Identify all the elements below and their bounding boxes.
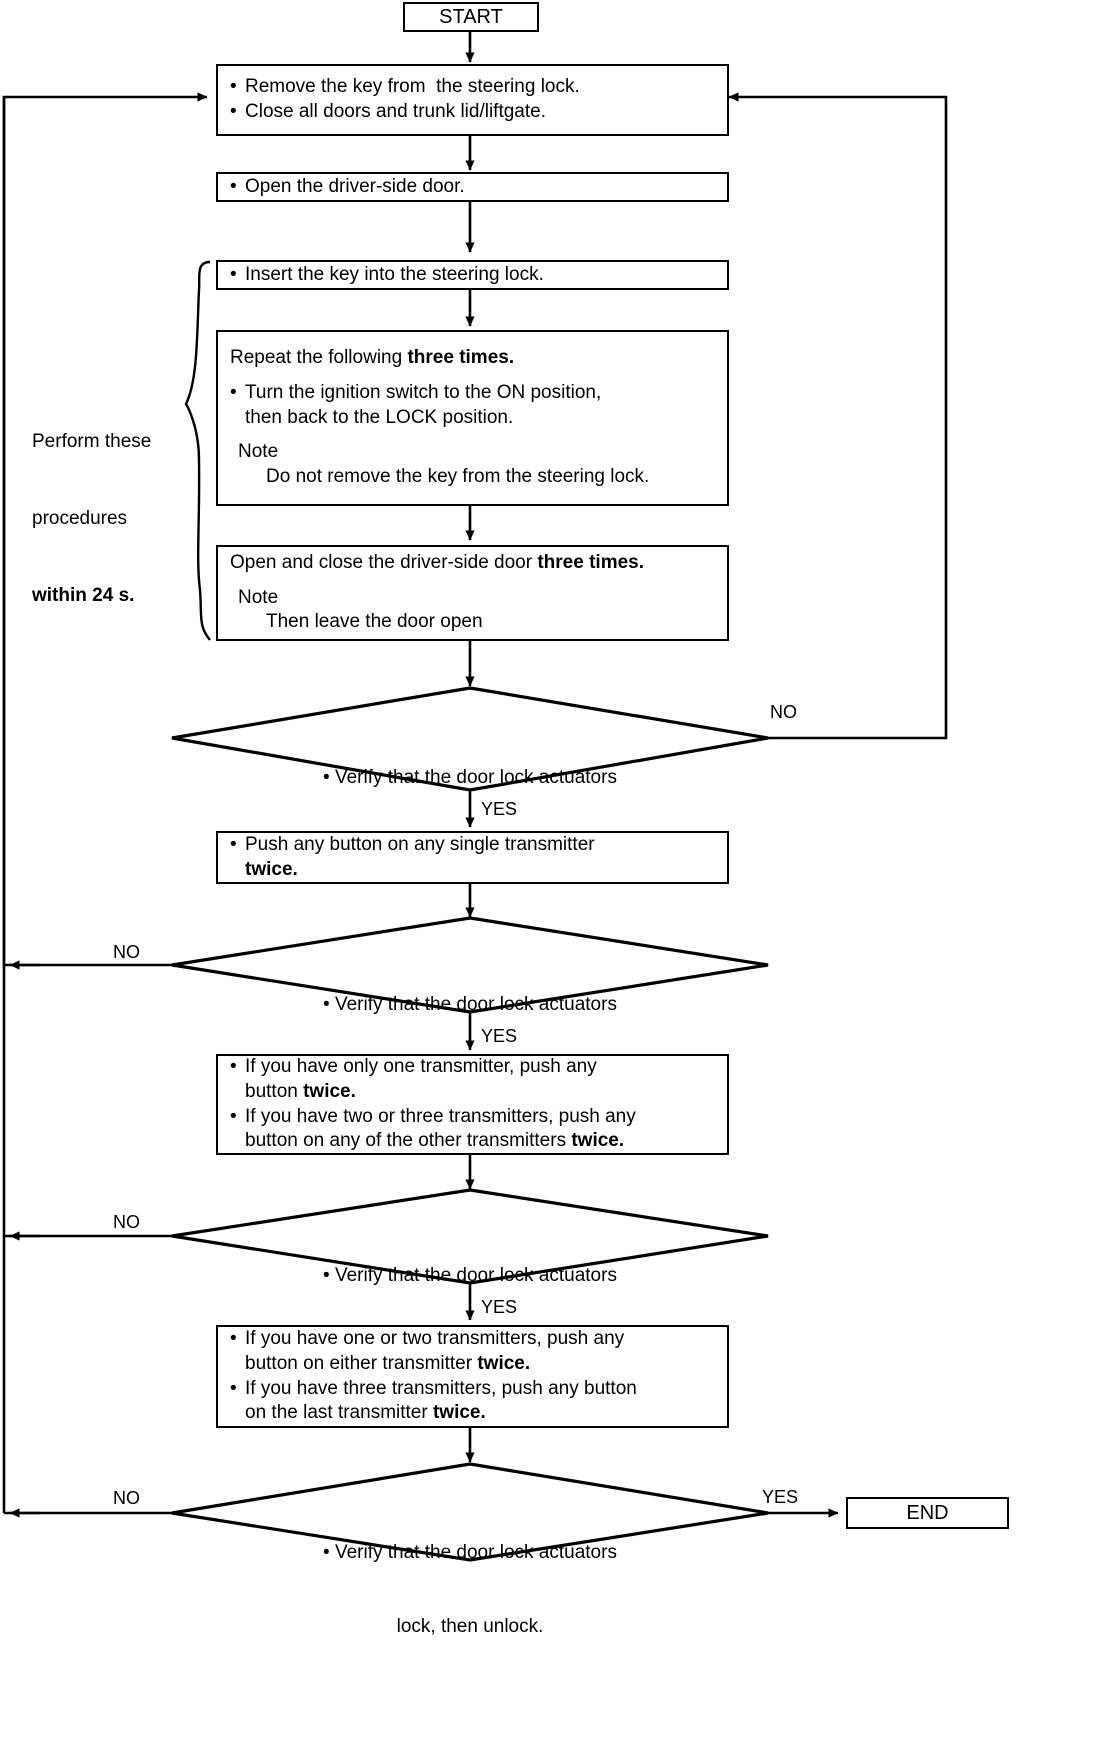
repeat-heading: Repeat the following three times.: [230, 347, 515, 369]
push-last-line-4: on the last transmitter twice.: [245, 1402, 486, 1424]
edge-label-yes-3: YES: [481, 1297, 518, 1317]
start-label: START: [439, 6, 503, 28]
open-close-note-text: Then leave the door open: [266, 611, 483, 633]
push-other-line-1: If you have only one transmitter, push a…: [228, 1055, 717, 1080]
push-other-line-2: button twice.: [245, 1080, 356, 1102]
end-label: END: [906, 1502, 949, 1524]
repeat-ignition-line-1: Turn the ignition switch to the ON posit…: [228, 381, 717, 406]
process-push-other-transmitters[interactable]: If you have only one transmitter, push a…: [216, 1054, 729, 1155]
decision-verify-3-line-1: • Verify that the door lock actuators: [323, 1265, 617, 1287]
process-open-driver-door[interactable]: Open the driver-side door.: [216, 172, 729, 202]
edge-label-yes-2: YES: [481, 1026, 518, 1046]
repeat-note-label: Note: [238, 441, 279, 463]
push-last-line-1: If you have one or two transmitters, pus…: [228, 1327, 717, 1352]
remove-key-line-1: Remove the key from the steering lock.: [228, 75, 717, 100]
process-repeat-ignition[interactable]: Repeat the following three times. Turn t…: [216, 330, 729, 506]
timing-note-line-1: Perform these: [32, 431, 152, 453]
decision-verify-4-line-1: • Verify that the door lock actuators: [323, 1542, 617, 1564]
push-last-line-2: button on either transmitter twice.: [245, 1352, 531, 1374]
end-terminal[interactable]: END: [846, 1497, 1009, 1529]
spacer-3: [228, 576, 717, 586]
process-push-last-transmitter[interactable]: If you have one or two transmitters, pus…: [216, 1325, 729, 1428]
process-open-close-door[interactable]: Open and close the driver-side door thre…: [216, 545, 729, 641]
timing-note-line-2: procedures: [32, 508, 128, 530]
process-push-single-transmitter[interactable]: Push any button on any single transmitte…: [216, 831, 729, 884]
decision-verify-4-line-2: lock, then unlock.: [396, 1616, 544, 1638]
decision-verify-2-line-1: • Verify that the door lock actuators: [323, 994, 617, 1016]
edge-label-yes-4: YES: [762, 1487, 799, 1507]
push-other-line-4: button on any of the other transmitters …: [245, 1130, 625, 1152]
decision-verify-1-line-1: • Verify that the door lock actuators: [323, 767, 617, 789]
edge-label-no-4: NO: [113, 1488, 140, 1508]
decision-verify-4[interactable]: • Verify that the door lock actuators lo…: [250, 1492, 690, 1690]
edge-label-no-2: NO: [113, 942, 140, 962]
edge-label-no-3: NO: [113, 1212, 140, 1232]
start-terminal[interactable]: START: [403, 2, 539, 32]
push-single-line-2: twice.: [245, 858, 298, 880]
timing-note: Perform these procedures within 24 s.: [32, 378, 197, 660]
spacer-1: [228, 371, 717, 381]
edge-label-no-1: NO: [770, 702, 797, 722]
insert-key-line-1: Insert the key into the steering lock.: [228, 263, 717, 288]
spacer-2: [228, 430, 717, 440]
timing-note-line-3: within 24 s.: [32, 585, 135, 607]
push-other-line-3: If you have two or three transmitters, p…: [228, 1105, 717, 1130]
repeat-ignition-line-2: then back to the LOCK position.: [245, 406, 514, 428]
process-remove-key[interactable]: Remove the key from the steering lock. C…: [216, 64, 729, 136]
process-insert-key[interactable]: Insert the key into the steering lock.: [216, 260, 729, 290]
open-door-line-1: Open the driver-side door.: [228, 175, 717, 200]
edge-label-yes-1: YES: [481, 799, 518, 819]
open-close-note-label: Note: [238, 586, 279, 608]
open-close-heading: Open and close the driver-side door thre…: [230, 551, 644, 573]
remove-key-line-2: Close all doors and trunk lid/liftgate.: [228, 100, 717, 125]
push-single-line-1: Push any button on any single transmitte…: [228, 833, 717, 858]
repeat-note-text: Do not remove the key from the steering …: [266, 466, 650, 488]
push-last-line-3: If you have three transmitters, push any…: [228, 1377, 717, 1402]
